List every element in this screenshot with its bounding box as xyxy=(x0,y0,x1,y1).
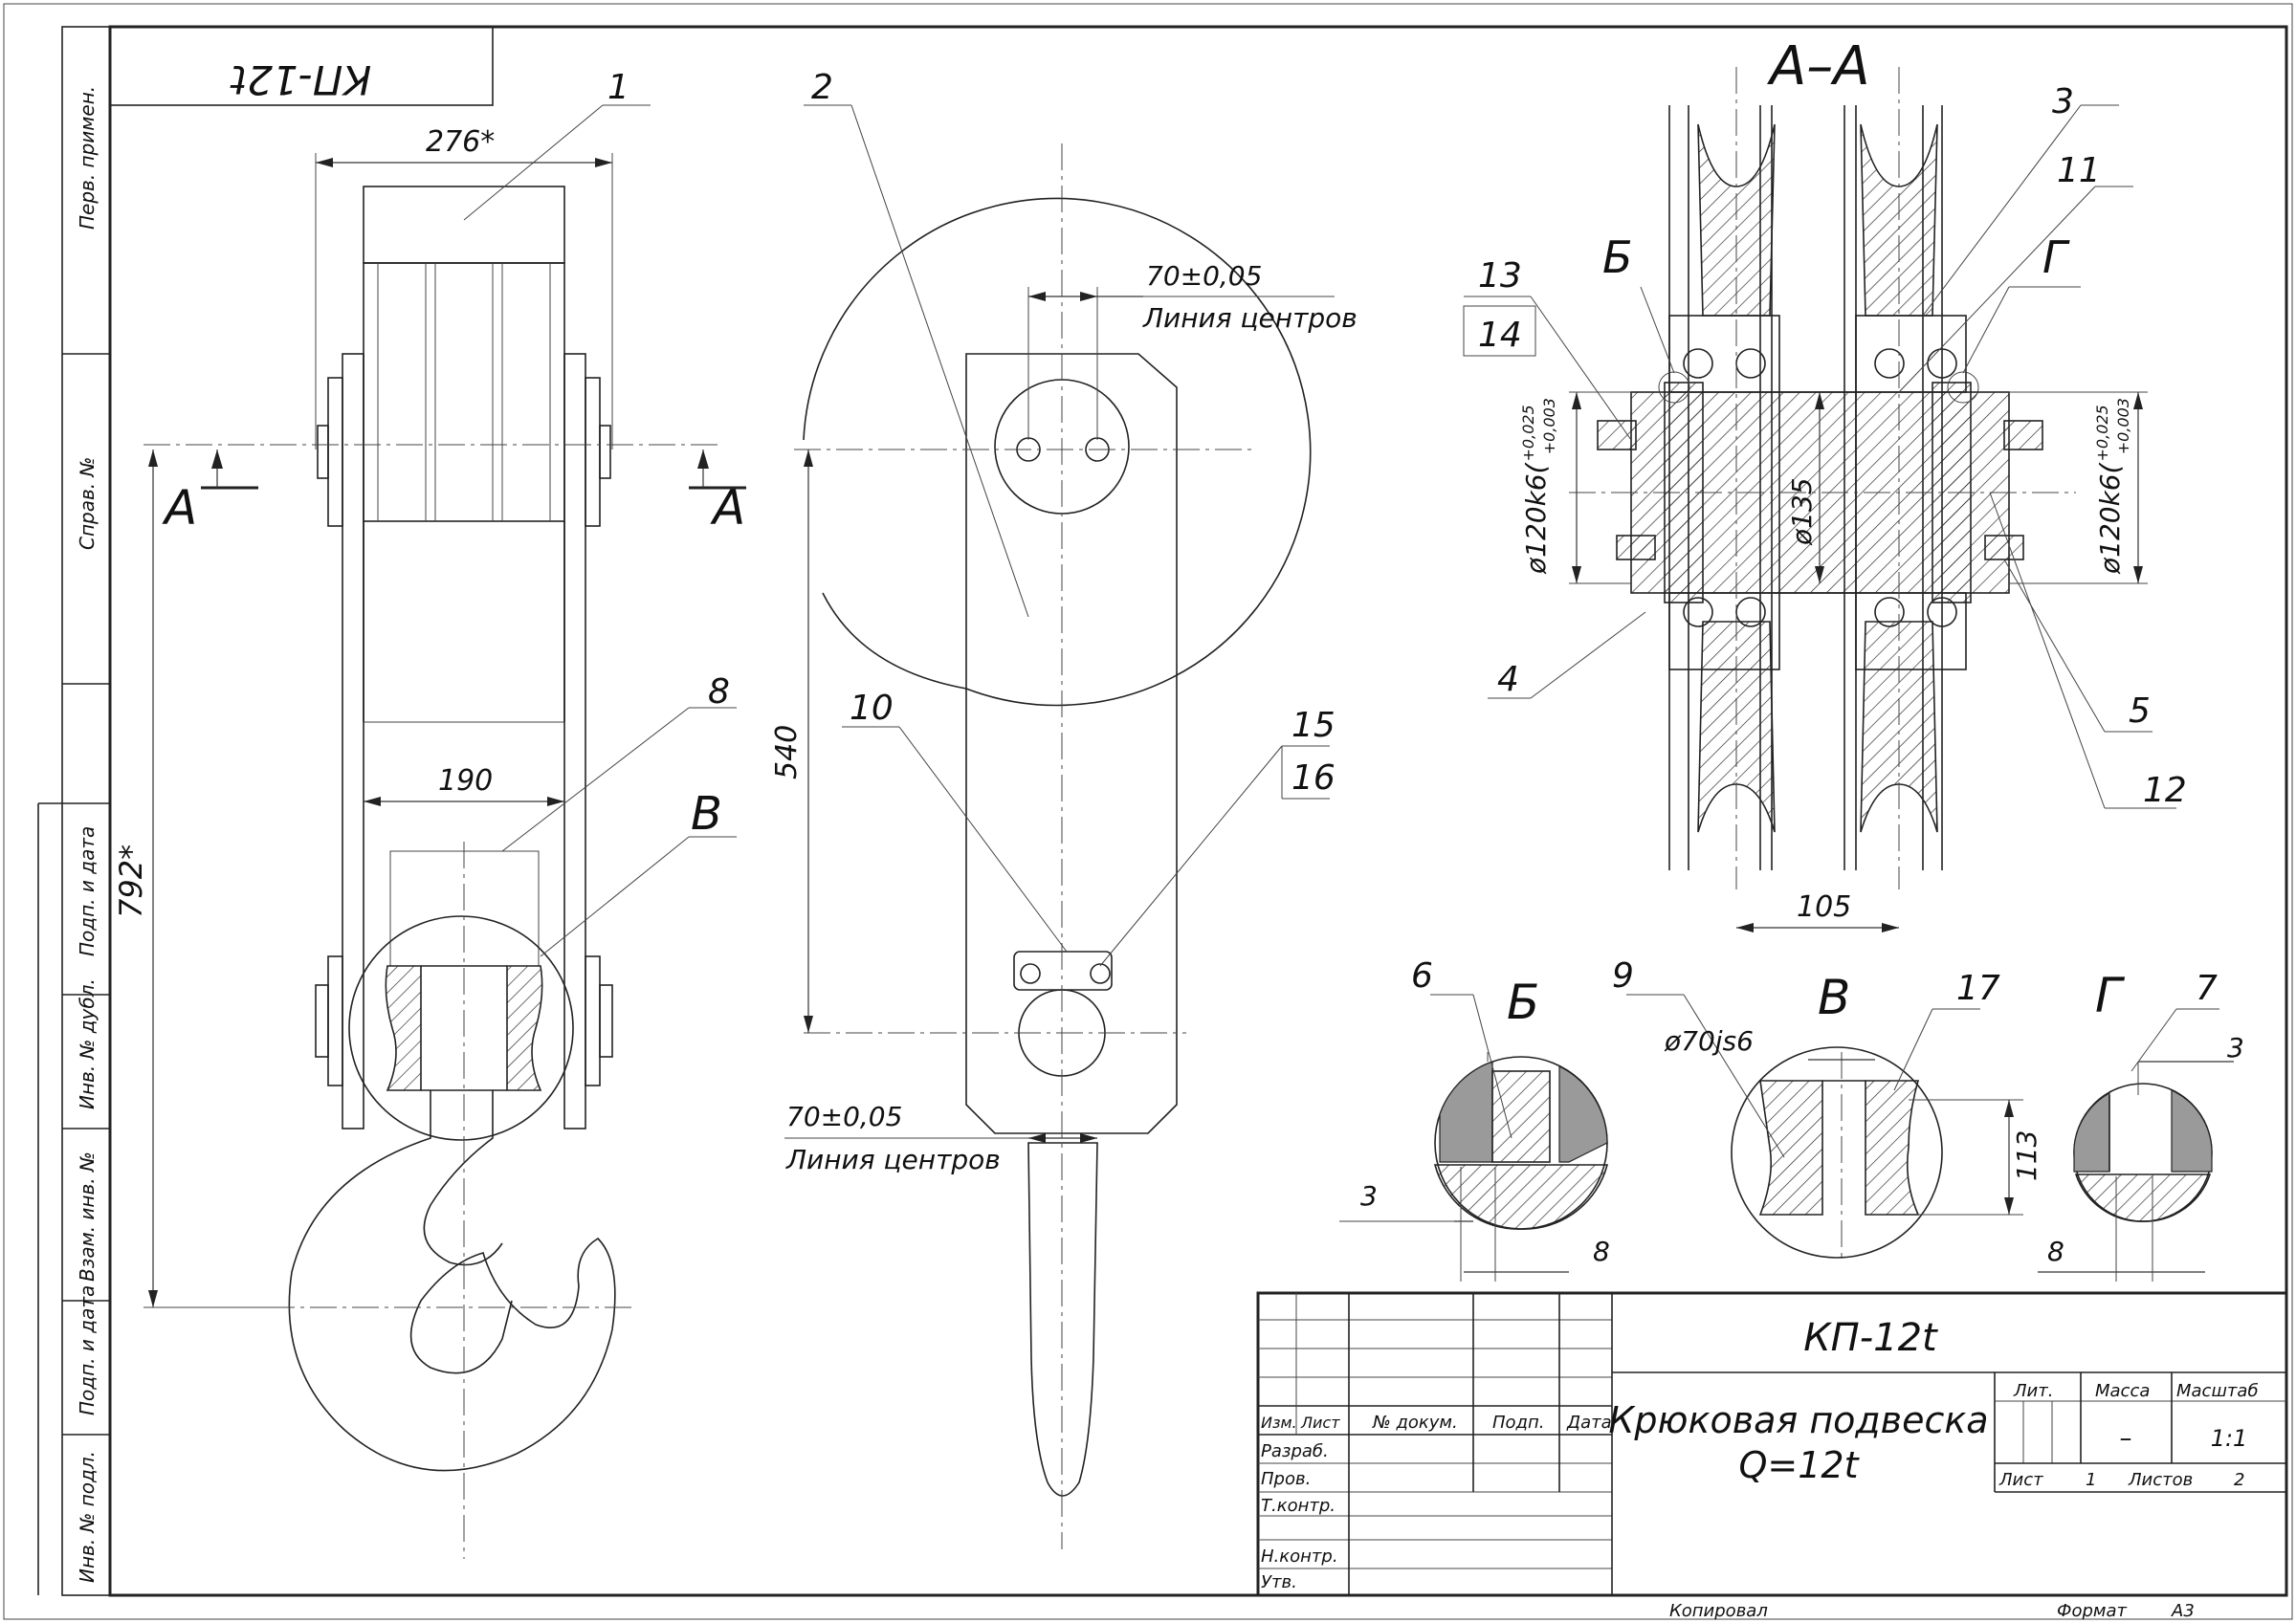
format-label: Формат xyxy=(2057,1601,2128,1621)
pos-15: 15 xyxy=(1292,706,1336,745)
pos-10: 10 xyxy=(850,689,894,728)
tb-sheet-value: 1 xyxy=(2086,1470,2096,1490)
dim-3-b: 3 xyxy=(1360,1180,1378,1212)
side-stamps: Перв. примен. Справ. № Подп. и дата Инв.… xyxy=(76,86,99,1583)
pos-2: 2 xyxy=(811,68,833,107)
dim-70-top: 70±0,05 xyxy=(1146,260,1262,292)
detail-v xyxy=(1626,994,2023,1262)
dim-113: 113 xyxy=(2011,1130,2042,1181)
pos-14: 14 xyxy=(1478,316,1522,355)
pos-1: 1 xyxy=(607,68,629,107)
title-block xyxy=(1256,1291,2288,1597)
tb-massa: Масса xyxy=(2095,1381,2150,1401)
tb-sheets-label: Листов xyxy=(2128,1470,2193,1490)
pos-6: 6 xyxy=(1411,956,1433,996)
cut-label-right: А xyxy=(710,480,745,536)
detail-b-title: Б xyxy=(1507,975,1539,1030)
tb-name-1: Крюковая подвеска xyxy=(1608,1399,1988,1441)
tb-row-nkontr: Н.контр. xyxy=(1261,1546,1338,1567)
side-view xyxy=(784,104,1335,1549)
section-mark-g: Г xyxy=(2042,231,2070,283)
stamp-vzam-inv: Взам. инв. № xyxy=(76,1151,99,1282)
stamp-inv-dubl: Инв. № дубл. xyxy=(76,978,99,1109)
code-box-text: КП-12t xyxy=(230,56,371,103)
tb-massa-value: – xyxy=(2120,1424,2132,1453)
tb-name-2: Q=12t xyxy=(1738,1444,1860,1486)
dim-8-b: 8 xyxy=(1593,1236,1610,1267)
dim-120-left: ø120k6(+0,025+0,003 xyxy=(1519,398,1558,575)
dim-105: 105 xyxy=(1797,890,1851,924)
section-title-aa: А–А xyxy=(1767,35,1870,98)
tb-scale-value: 1:1 xyxy=(2211,1425,2248,1452)
front-view xyxy=(144,104,746,1559)
centers-line-top: Линия центров xyxy=(1142,302,1358,334)
dim-135: ø135 xyxy=(1786,477,1818,546)
dim-3-g: 3 xyxy=(2227,1032,2244,1064)
tb-head-list: Лист xyxy=(1300,1414,1340,1432)
tb-lit: Лит. xyxy=(2013,1381,2053,1401)
dim-8-g: 8 xyxy=(2047,1236,2064,1267)
stamp-podp-data-1: Подп. и дата xyxy=(76,826,99,956)
pos-16: 16 xyxy=(1292,758,1336,798)
tb-designation: КП-12t xyxy=(1803,1316,1938,1360)
format-value: А3 xyxy=(2171,1601,2195,1621)
dim-70js6: ø70js6 xyxy=(1664,1025,1754,1057)
detail-mark-v-front: В xyxy=(691,787,722,841)
pos-3: 3 xyxy=(2052,82,2074,121)
tb-head-date: Дата xyxy=(1566,1413,1612,1433)
tb-row-razrab: Разраб. xyxy=(1261,1441,1329,1461)
tb-masshtab: Масштаб xyxy=(2176,1381,2259,1401)
cut-label-left: А xyxy=(162,480,197,536)
pos-11: 11 xyxy=(2057,151,2101,190)
copied-label: Копировал xyxy=(1669,1601,1768,1621)
pos-4: 4 xyxy=(1497,660,1519,699)
tb-head-sign: Подп. xyxy=(1492,1413,1544,1433)
tb-row-prov: Пров. xyxy=(1261,1469,1311,1489)
detail-v-title: В xyxy=(1818,970,1850,1025)
drawing-frame xyxy=(3,3,2293,1620)
stamp-podp-data-2: Подп. и дата xyxy=(76,1285,99,1415)
pos-13: 13 xyxy=(1478,256,1522,296)
dim-70-bottom: 70±0,05 xyxy=(786,1101,902,1132)
pos-12: 12 xyxy=(2143,771,2187,810)
dim-540: 540 xyxy=(770,725,804,779)
centers-line-bottom: Линия центров xyxy=(785,1144,1001,1175)
tb-row-utv: Утв. xyxy=(1261,1572,1297,1592)
section-aa xyxy=(1463,67,2176,932)
detail-b xyxy=(1339,994,1609,1282)
section-mark-b: Б xyxy=(1602,231,1633,283)
dim-190: 190 xyxy=(438,764,493,798)
dim-276: 276* xyxy=(426,125,495,159)
stamp-sprav-num: Справ. № xyxy=(76,457,99,550)
pos-7: 7 xyxy=(2196,969,2218,1008)
detail-g xyxy=(2038,1008,2234,1282)
tb-sheet-label: Лист xyxy=(1998,1470,2043,1490)
tb-row-tkontr: Т.контр. xyxy=(1261,1496,1336,1516)
pos-8: 8 xyxy=(708,672,730,712)
tb-head-docnum: № докум. xyxy=(1372,1413,1458,1433)
tb-head-izm: Изм. xyxy=(1261,1414,1297,1432)
detail-g-title: Г xyxy=(2095,968,2126,1023)
stamp-perv-primen: Перв. примен. xyxy=(76,86,99,230)
pos-17: 17 xyxy=(1956,969,2000,1008)
stamp-inv-podl: Инв. № подл. xyxy=(76,1451,99,1583)
tb-sheets-value: 2 xyxy=(2234,1470,2244,1490)
dim-120-right: ø120k6(+0,025+0,003 xyxy=(2093,398,2132,575)
pos-9: 9 xyxy=(1612,956,1634,996)
dim-792: 792* xyxy=(113,844,149,918)
pos-5: 5 xyxy=(2129,691,2151,731)
